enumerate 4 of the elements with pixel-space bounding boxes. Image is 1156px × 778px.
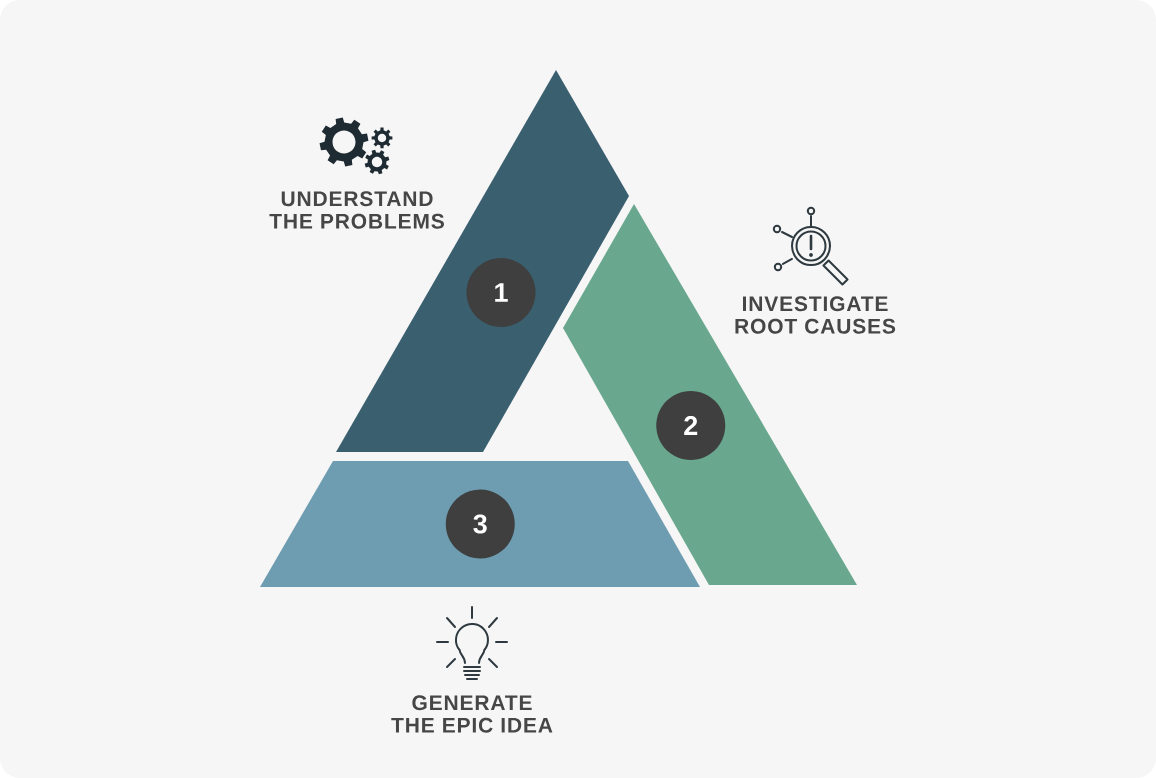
step-caption: UNDERSTAND THE PROBLEMS — [269, 191, 444, 229]
triangle-segment — [260, 461, 700, 587]
step-caption: GENERATE THE EPIC IDEA — [391, 695, 553, 733]
step-caption: INVESTIGATE ROOT CAUSES — [735, 296, 896, 334]
